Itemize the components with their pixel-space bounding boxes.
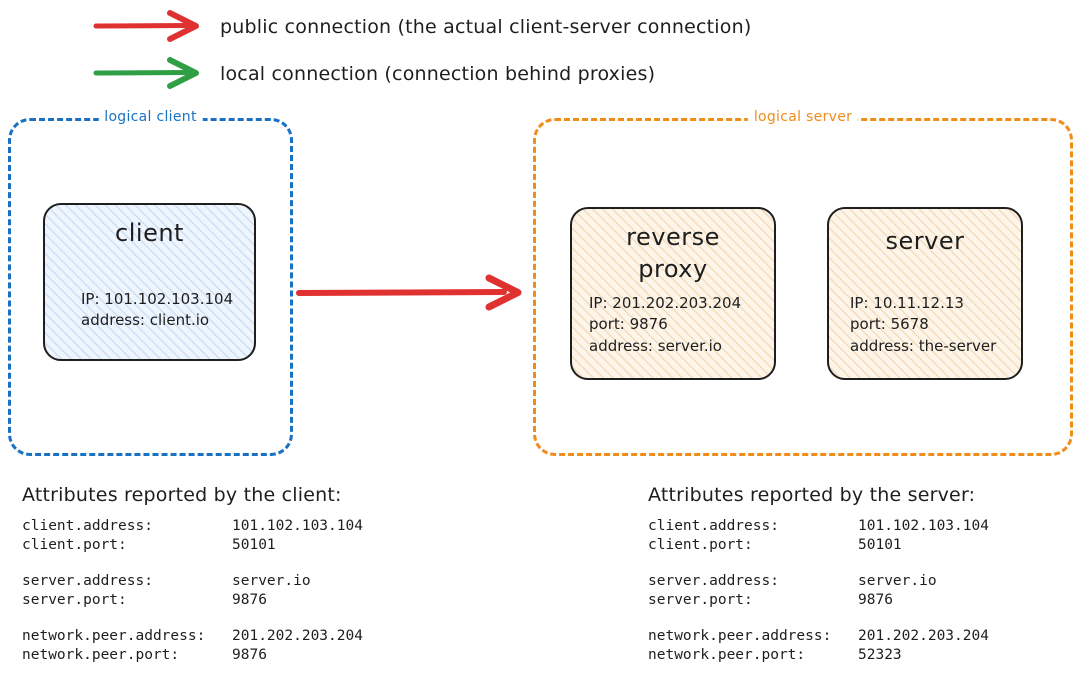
attribute-value: 52323	[858, 647, 902, 663]
attribute-key: server.port:	[648, 592, 753, 608]
attribute-key: network.peer.address:	[648, 628, 832, 644]
attribute-value: 101.102.103.104	[232, 518, 363, 534]
logical-server-group: logical server	[533, 109, 1073, 456]
attribute-row: client.port: 50101	[648, 536, 989, 555]
client-node[interactable]: client IP: 101.102.103.104 address: clie…	[43, 203, 256, 361]
attribute-row: client.port: 50101	[22, 536, 363, 555]
server-attributes-group: network.peer.address: 201.202.203.204 ne…	[648, 627, 989, 665]
attribute-key: client.address:	[648, 518, 779, 534]
server-node-details: IP: 10.11.12.13 port: 5678 address: the-…	[850, 293, 996, 357]
attribute-key: server.port:	[22, 592, 127, 608]
attribute-row: server.port: 9876	[22, 591, 363, 610]
attribute-value: server.io	[858, 573, 937, 589]
attribute-key: network.peer.port:	[648, 647, 806, 663]
server-node-detail-address: address: the-server	[850, 336, 997, 355]
attribute-value: server.io	[232, 573, 311, 589]
attribute-row: client.address: 101.102.103.104	[22, 517, 363, 536]
attribute-key: server.address:	[648, 573, 779, 589]
attribute-value: 9876	[232, 592, 267, 608]
client-attributes-heading: Attributes reported by the client:	[22, 484, 342, 506]
attribute-value: 50101	[858, 537, 902, 553]
attribute-value: 101.102.103.104	[858, 518, 989, 534]
attribute-key: client.port:	[648, 537, 753, 553]
server-node-detail-port: port: 5678	[850, 315, 929, 334]
legend-item-public-connection: public connection (the actual client-ser…	[0, 6, 1080, 46]
client-attributes-block: Attributes reported by the client: clien…	[22, 484, 363, 665]
attribute-row: network.peer.port: 52323	[648, 646, 989, 665]
reverse-proxy-node-details: IP: 201.202.203.204 port: 9876 address: …	[589, 293, 741, 357]
logical-client-group: logical client	[8, 109, 293, 456]
reverse-proxy-node-title-line1: reverse	[626, 223, 720, 251]
legend-label-local-connection: local connection (connection behind prox…	[220, 63, 656, 85]
client-attributes-group: server.address: server.io server.port: 9…	[22, 572, 363, 610]
attribute-row: client.address: 101.102.103.104	[648, 517, 989, 536]
reverse-proxy-node-detail-port: port: 9876	[589, 315, 668, 334]
attribute-value: 50101	[232, 537, 276, 553]
server-attributes-block: Attributes reported by the server: clien…	[648, 484, 989, 665]
reverse-proxy-node-detail-ip: IP: 201.202.203.204	[589, 294, 742, 312]
attribute-row: network.peer.port: 9876	[22, 646, 363, 665]
attribute-key: network.peer.address:	[22, 628, 206, 644]
server-attributes-group: client.address: 101.102.103.104 client.p…	[648, 517, 989, 555]
arrow-right-icon	[93, 10, 199, 42]
legend-item-local-connection: local connection (connection behind prox…	[0, 53, 1080, 93]
attribute-key: network.peer.port:	[22, 647, 180, 663]
legend-label-public-connection: public connection (the actual client-ser…	[220, 16, 752, 38]
attribute-key: client.address:	[22, 518, 153, 534]
client-attributes-group: client.address: 101.102.103.104 client.p…	[22, 517, 363, 555]
server-node-detail-ip: IP: 10.11.12.13	[850, 294, 964, 312]
client-node-detail-ip: IP: 101.102.103.104	[81, 290, 234, 308]
attribute-value: 201.202.203.204	[858, 628, 989, 644]
logical-server-group-label: logical server	[747, 109, 859, 125]
server-attributes-group: server.address: server.io server.port: 9…	[648, 572, 989, 610]
attribute-value: 9876	[858, 592, 893, 608]
client-node-detail-address: address: client.io	[81, 311, 210, 330]
attribute-value: 9876	[232, 647, 267, 663]
reverse-proxy-node[interactable]: reverse proxy IP: 201.202.203.204 port: …	[570, 207, 776, 380]
client-node-title: client	[115, 219, 184, 247]
reverse-proxy-node-title-line2: proxy	[638, 255, 708, 284]
server-attributes-heading: Attributes reported by the server:	[648, 484, 976, 506]
arrow-right-icon	[93, 57, 199, 89]
attribute-row: server.address: server.io	[22, 572, 363, 591]
attribute-row: server.port: 9876	[648, 591, 989, 610]
server-node-title: server	[885, 227, 965, 255]
reverse-proxy-node-detail-address: address: server.io	[589, 336, 722, 355]
client-attributes-group: network.peer.address: 201.202.203.204 ne…	[22, 627, 363, 665]
client-node-details: IP: 101.102.103.104 address: client.io	[81, 289, 233, 332]
attribute-key: server.address:	[22, 573, 153, 589]
attribute-row: network.peer.address: 201.202.203.204	[648, 627, 989, 646]
server-node[interactable]: server IP: 10.11.12.13 port: 5678 addres…	[827, 207, 1023, 380]
public-connection-arrow	[296, 274, 522, 311]
legend: public connection (the actual client-ser…	[0, 0, 1080, 100]
logical-client-group-label: logical client	[98, 109, 203, 125]
reverse-proxy-node-title: reverse proxy	[572, 221, 774, 286]
attribute-row: server.address: server.io	[648, 572, 989, 591]
attribute-row: network.peer.address: 201.202.203.204	[22, 627, 363, 646]
attribute-key: client.port:	[22, 537, 127, 553]
attribute-value: 201.202.203.204	[232, 628, 363, 644]
